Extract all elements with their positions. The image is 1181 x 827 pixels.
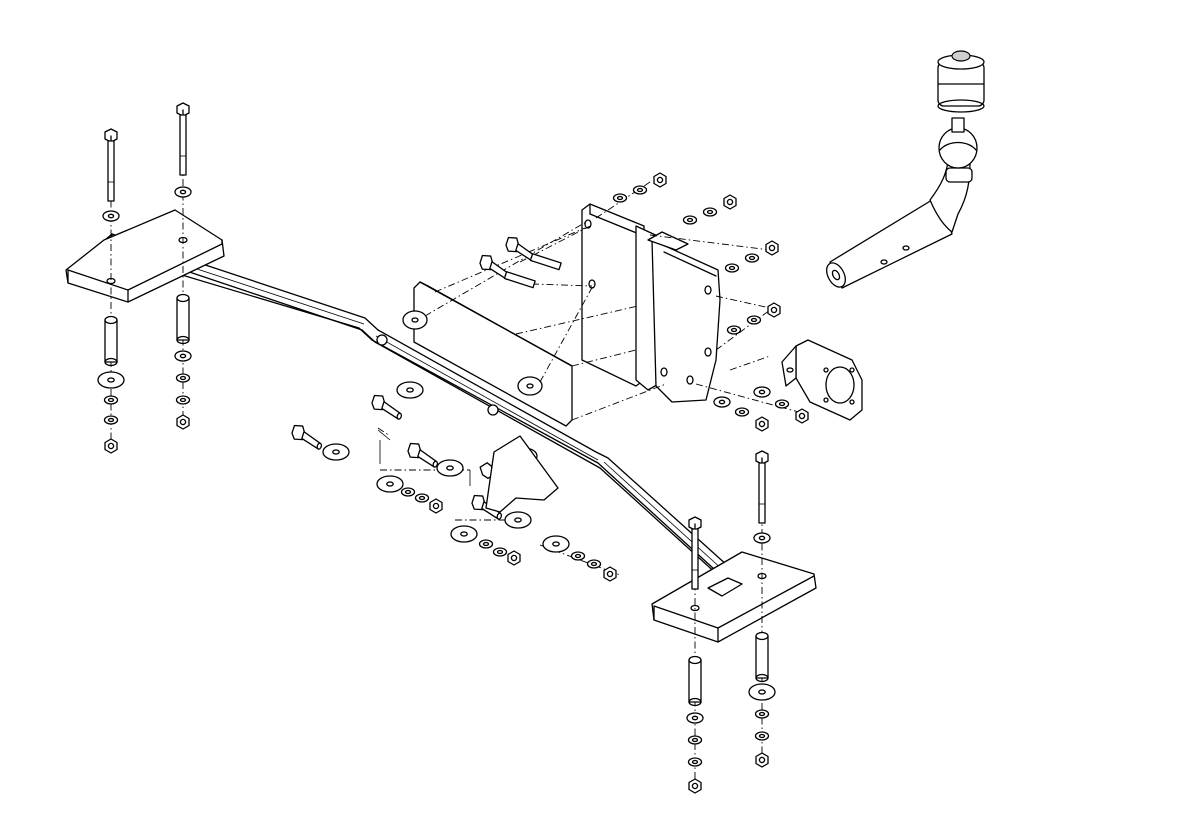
center-receiver-bracket (402, 203, 721, 427)
right-mounting-plate (651, 551, 817, 643)
lower-center-fasteners (289, 381, 617, 582)
right-fastener-stack-1 (686, 516, 704, 794)
tow-ball-neck (826, 50, 985, 289)
assembly-guide-lines (110, 150, 807, 790)
bracket-bolts (477, 234, 562, 289)
socket-plate (781, 339, 863, 421)
left-mounting-plate (65, 209, 225, 303)
